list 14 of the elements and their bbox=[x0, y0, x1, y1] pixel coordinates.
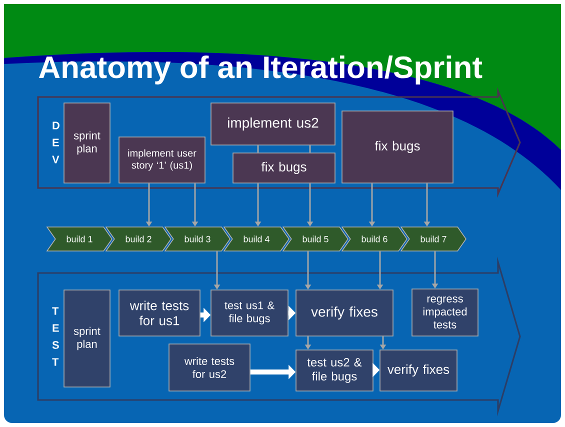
task-box: test us2 & file bugs bbox=[296, 350, 374, 392]
task-box: test us1 & file bugs bbox=[210, 290, 288, 336]
task-box: write tests for us2 bbox=[168, 344, 250, 392]
task-box: sprint plan bbox=[64, 102, 110, 184]
task-box: fix bugs bbox=[232, 152, 336, 184]
task-box: regress impacted tests bbox=[412, 288, 478, 336]
title: Anatomy of an Iteration/Sprint bbox=[38, 56, 482, 84]
task-box: fix bugs bbox=[342, 110, 454, 184]
task-box: verify fixes bbox=[380, 350, 458, 392]
task-box: implement user story ‘1’ (us1) bbox=[118, 136, 206, 184]
task-box: sprint plan bbox=[64, 290, 110, 388]
task-box: verify fixes bbox=[296, 290, 394, 336]
task-box: implement us2 bbox=[210, 102, 336, 146]
task-box: write tests for us1 bbox=[118, 290, 200, 336]
